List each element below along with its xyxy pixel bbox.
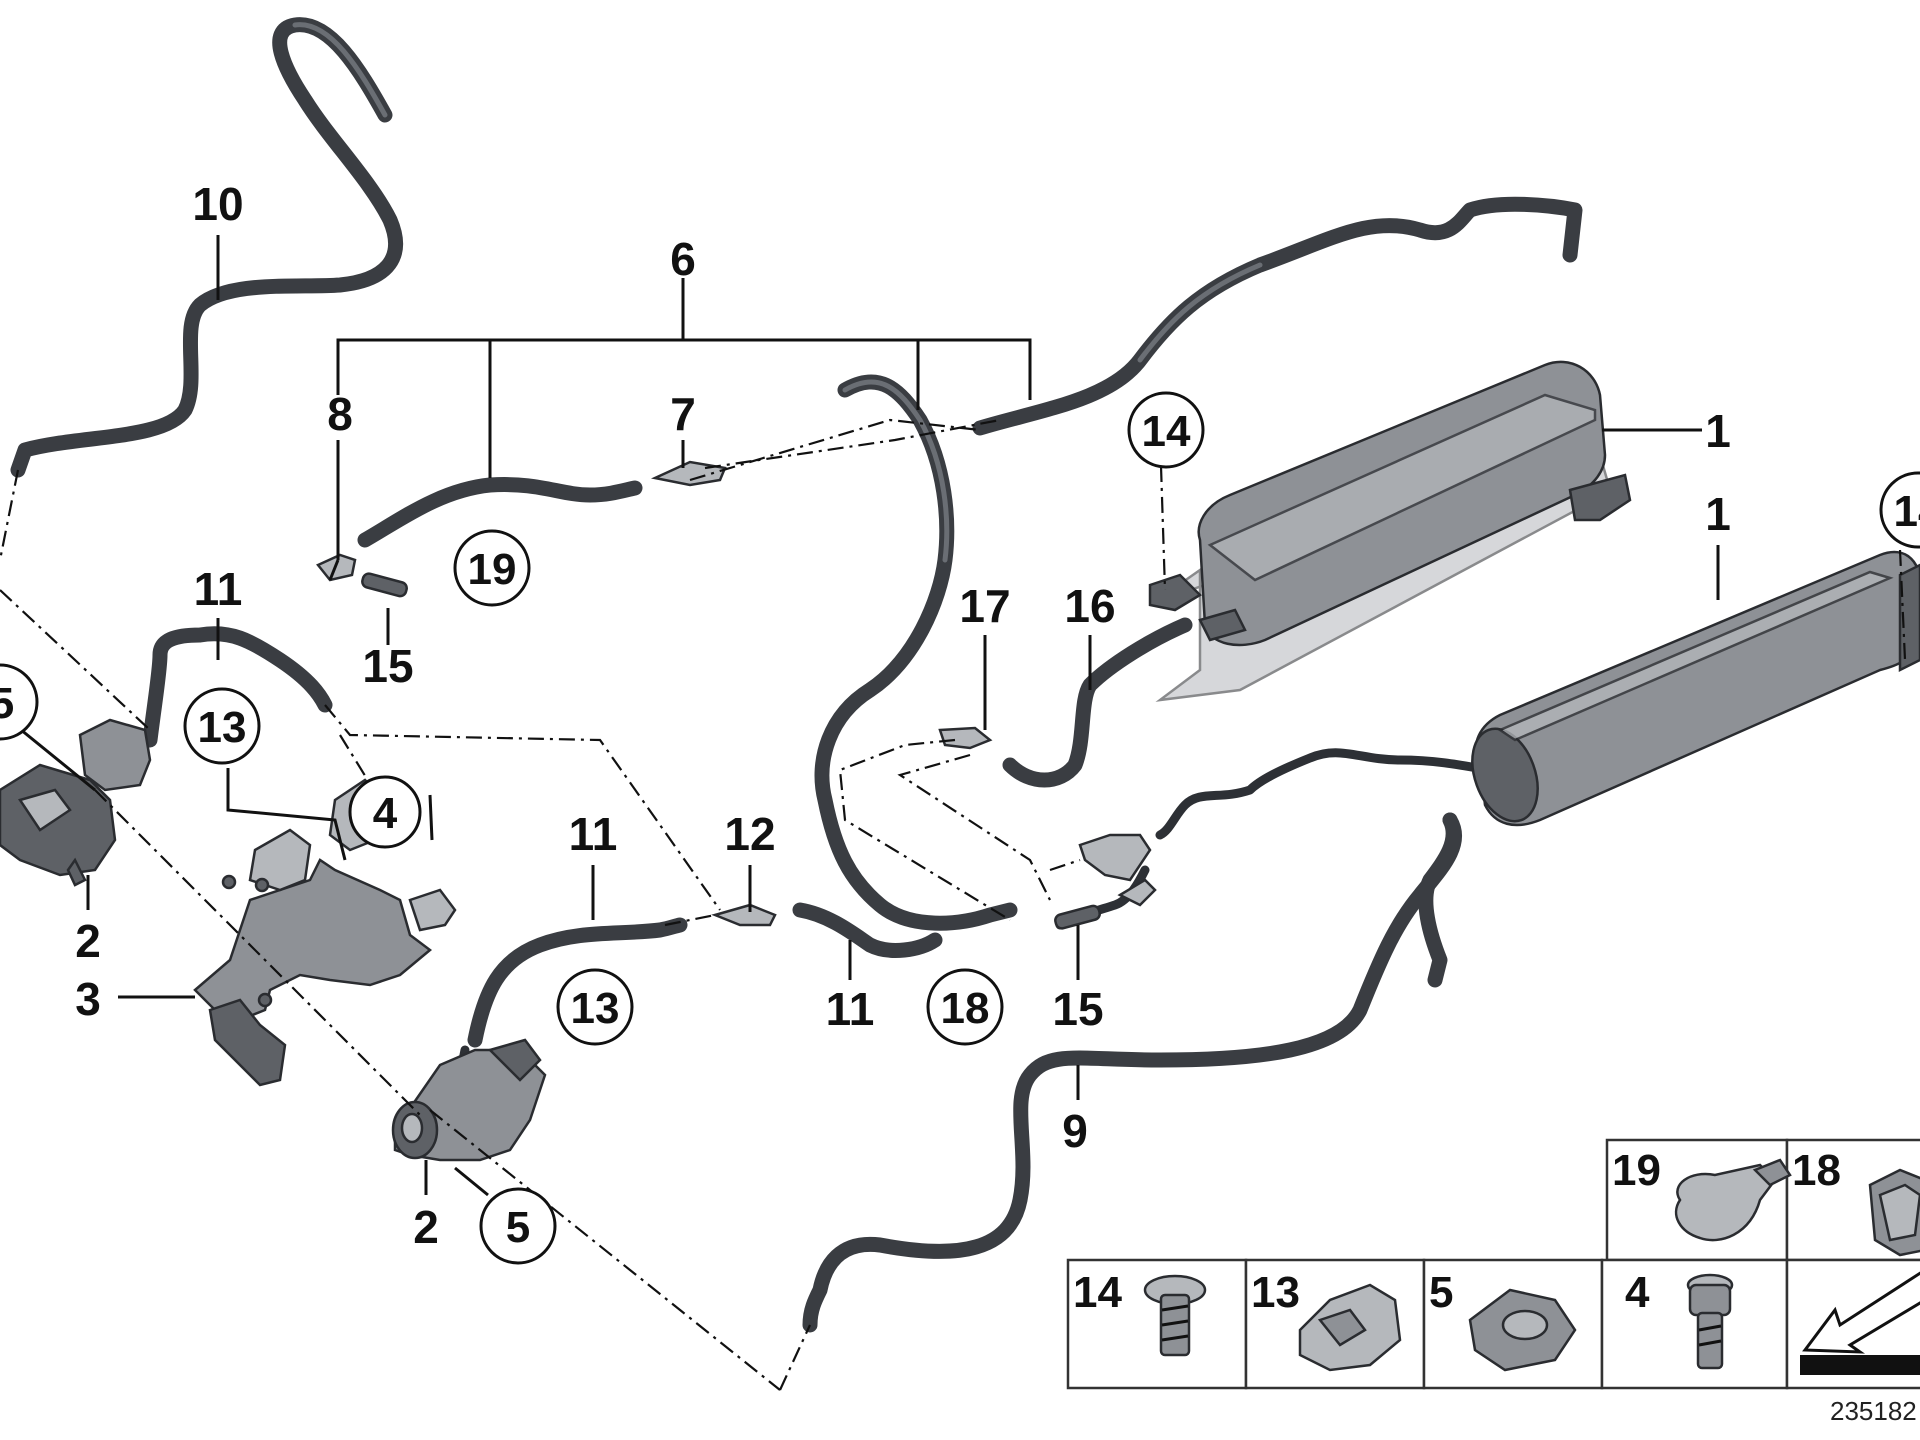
svg-text:5: 5 [506,1203,530,1252]
connector-12 [711,903,777,927]
connector-7 [650,460,727,487]
callout-17: 17 [959,580,1010,632]
svg-text:5: 5 [1429,1268,1453,1317]
hose-11-lower [467,902,943,1048]
callout-11-upper: 11 [194,563,243,615]
callout-15-lower: 15 [1052,983,1103,1035]
svg-text:13: 13 [571,984,620,1033]
svg-text:4: 4 [1625,1268,1650,1317]
circled-callout-14-edge: 14 [1879,471,1920,549]
hose-9 [802,812,1463,1333]
callout-8: 8 [327,388,353,440]
callout-11-mid: 11 [569,808,618,860]
circled-callout-13-upper: 13 [183,687,261,765]
svg-text:18: 18 [1792,1146,1841,1195]
valve-2-lower [391,1038,547,1162]
circled-callout-5-upper: 5 [0,663,39,741]
connector-15-upper [361,572,408,598]
legend-cell-4 [1600,1258,1789,1390]
routing-dashed [0,418,1907,1391]
callout-3: 3 [75,973,101,1025]
callout-7: 7 [670,388,696,440]
hose-6-main [814,374,1018,931]
circled-callouts: 19 13 4 5 14 14 13 18 [0,391,1920,1265]
svg-text:19: 19 [468,545,517,594]
canister-1-lower [1471,550,1920,827]
callout-6: 6 [670,233,696,285]
clip-13-icon [1298,1283,1402,1372]
hose-10 [10,17,403,478]
callout-2-upper: 2 [75,915,101,967]
svg-text:13: 13 [198,703,247,752]
callout-10: 10 [192,178,243,230]
hose-6-upper [972,196,1583,436]
svg-text:13: 13 [1251,1268,1300,1317]
svg-text:14: 14 [1142,407,1191,456]
svg-text:5: 5 [0,679,14,728]
callout-9: 9 [1062,1105,1088,1157]
svg-text:14: 14 [1894,487,1920,536]
svg-text:18: 18 [941,984,990,1033]
hose-canister-pipe [1155,748,1525,840]
leader-lines [14,235,1720,1197]
circled-callout-13-lower: 13 [556,968,634,1046]
callout-12: 12 [724,808,775,860]
canister-1-upper [1148,360,1632,702]
legend-table: 19 18 14 13 5 4 [1066,1138,1920,1426]
connector-y-right [1078,833,1157,907]
circled-callout-18: 18 [926,968,1004,1046]
callout-numbers: 10 6 7 8 11 15 17 16 1 1 11 12 11 15 9 2… [75,178,1731,1253]
hose-11-upper [142,626,333,748]
circled-callout-19-upper: 19 [453,529,531,607]
circled-callout-4: 4 [348,775,422,849]
diagram-code: 235182 [1830,1396,1917,1426]
clip-18-icon [1868,1168,1920,1257]
connector-8 [316,553,357,582]
svg-text:14: 14 [1073,1268,1122,1317]
direction-arrow-icon [1800,1271,1920,1375]
callout-11-lower: 11 [826,983,875,1035]
callout-1-upper: 1 [1705,405,1731,457]
svg-text:19: 19 [1612,1146,1661,1195]
circled-callout-14-upper: 14 [1127,391,1205,469]
hose-16 [1002,617,1193,788]
svg-text:4: 4 [373,789,398,838]
circled-callout-5-lower: 5 [479,1187,557,1265]
callout-15-upper: 15 [362,640,413,692]
bolt-4-icon [1686,1273,1734,1370]
clip-19-icon [1674,1158,1792,1242]
nut-5-icon [1468,1288,1577,1372]
valve-2-upper [0,718,152,887]
screw-14-icon [1143,1274,1207,1357]
callout-16: 16 [1064,580,1115,632]
connector-15-lower [1054,904,1101,930]
hose-8-vent [357,477,643,548]
connector-17 [938,726,993,750]
callout-1-lower: 1 [1705,488,1731,540]
callout-2-lower: 2 [413,1201,439,1253]
